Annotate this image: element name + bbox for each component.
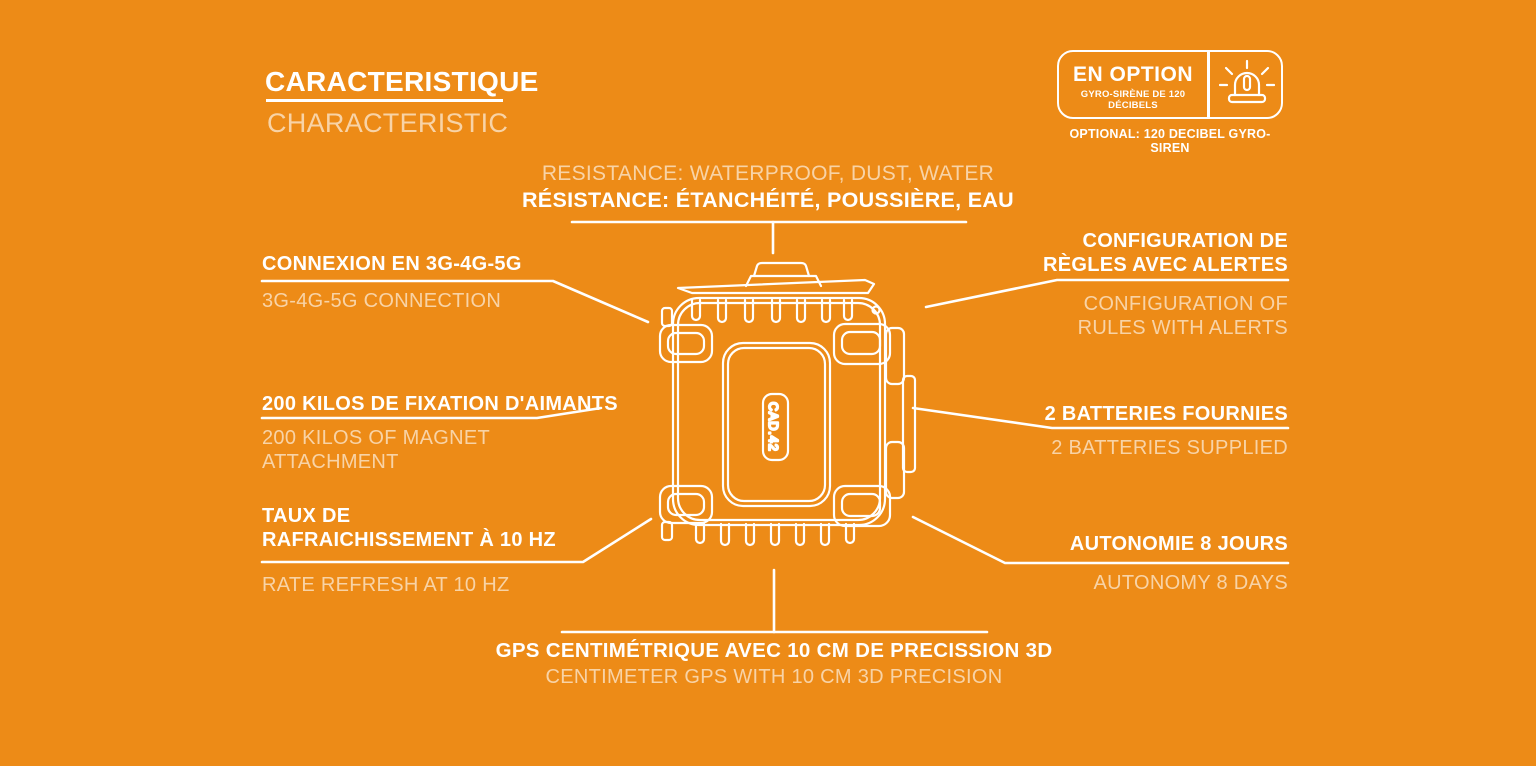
feature-gps-en: CENTIMETER GPS WITH 10 CM 3D PRECISION [545, 666, 1003, 688]
page-title-en: CHARACTERISTIC [267, 108, 509, 138]
gyro-siren-icon [1211, 52, 1283, 117]
feature-connection-en: 3G-4G-5G CONNECTION [262, 290, 502, 312]
feature-resistance: RESISTANCE: WATERPROOF, DUST, WATER RÉSI… [400, 162, 1136, 212]
feature-resistance-en: RESISTANCE: WATERPROOF, DUST, WATER [541, 162, 995, 185]
feature-batteries-en: 2 BATTERIES SUPPLIED [1051, 437, 1288, 459]
device-illustration: CAD.42 [658, 261, 917, 547]
title-underline [266, 99, 503, 102]
feature-resistance-fr: RÉSISTANCE: ÉTANCHÉITÉ, POUSSIÈRE, EAU [521, 188, 1015, 212]
feature-connection-fr: CONNEXION EN 3G-4G-5G [262, 253, 522, 275]
page-title-fr: CARACTERISTIQUE [265, 66, 539, 97]
feature-autonomy-en: AUTONOMY 8 DAYS [1093, 572, 1288, 594]
feature-configuration-fr: CONFIGURATION DE RÈGLES AVEC ALERTES [1043, 230, 1288, 276]
option-badge: EN OPTION GYRO-SIRÈNE DE 120 DÉCIBELS [1057, 50, 1283, 119]
badge-caption-en: OPTIONAL: 120 DECIBEL GYRO-SIREN [1069, 127, 1271, 155]
feature-refresh-en: RATE REFRESH AT 10 HZ [262, 574, 510, 596]
feature-magnet-fr: 200 KILOS DE FIXATION D'AIMANTS [262, 393, 618, 415]
feature-magnet-en: 200 KILOS OF MAGNET ATTACHMENT [262, 427, 490, 473]
badge-divider [1207, 52, 1210, 117]
feature-refresh-fr: TAUX DE RAFRAICHISSEMENT À 10 HZ [262, 505, 556, 551]
device-label: CAD.42 [766, 402, 780, 452]
badge-sublabel-fr: GYRO-SIRÈNE DE 120 DÉCIBELS [1080, 89, 1186, 111]
feature-batteries-fr: 2 BATTERIES FOURNIES [1044, 403, 1288, 425]
feature-gps-fr: GPS CENTIMÉTRIQUE AVEC 10 CM DE PRECISSI… [495, 639, 1053, 662]
badge-label-fr: EN OPTION [1072, 63, 1193, 86]
feature-gps: GPS CENTIMÉTRIQUE AVEC 10 CM DE PRECISSI… [374, 639, 1174, 689]
feature-configuration-en: CONFIGURATION OF RULES WITH ALERTS [1077, 293, 1288, 339]
feature-autonomy-fr: AUTONOMIE 8 JOURS [1069, 533, 1288, 555]
